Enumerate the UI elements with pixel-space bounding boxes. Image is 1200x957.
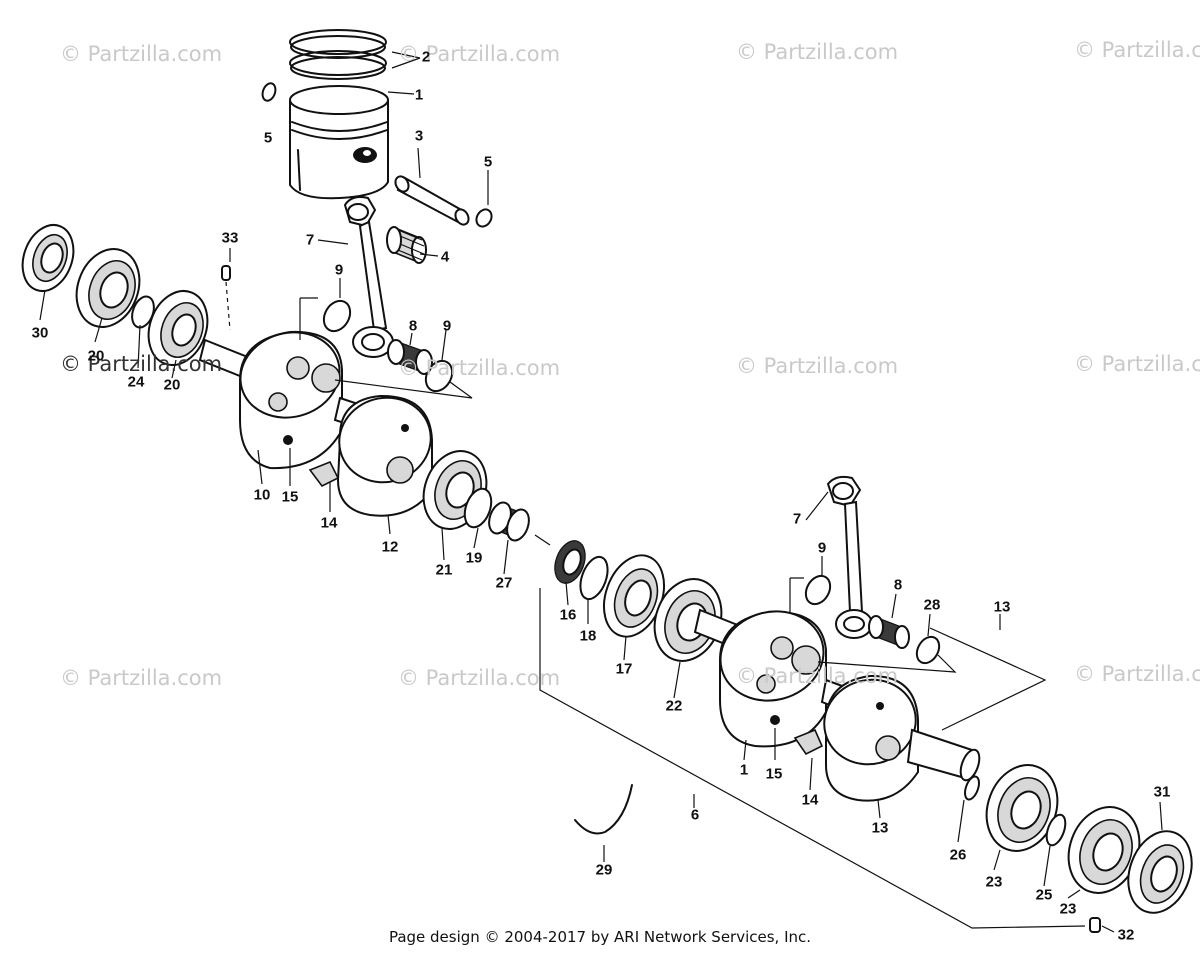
piston-rings <box>289 29 387 80</box>
callout-26: 26 <box>949 846 967 864</box>
ball-bearing-left-outer <box>75 248 141 328</box>
callout-23: 23 <box>1059 900 1077 918</box>
callout-30: 30 <box>31 324 49 342</box>
watermark: © Partzilla.com <box>398 42 561 66</box>
callout-9: 9 <box>817 539 827 557</box>
callout-4: 4 <box>440 248 450 266</box>
left-crank-assembly <box>198 330 433 517</box>
seal-left <box>21 224 75 292</box>
dowel-pin-33 <box>221 265 231 281</box>
callout-20: 20 <box>87 347 105 365</box>
ring-18 <box>579 555 609 601</box>
callout-33: 33 <box>221 229 239 247</box>
callout-24: 24 <box>127 373 145 391</box>
callout-15: 15 <box>281 488 299 506</box>
thrust-washer-c <box>804 574 832 606</box>
retaining-ring-19 <box>463 487 493 529</box>
roller-bearing-27 <box>488 501 530 542</box>
callout-8: 8 <box>408 317 418 335</box>
callout-21: 21 <box>435 561 453 579</box>
callout-13: 13 <box>993 598 1011 616</box>
callout-7: 7 <box>792 510 802 528</box>
callout-10: 10 <box>253 486 271 504</box>
callout-5: 5 <box>263 129 273 147</box>
piston <box>289 85 389 200</box>
callout-31: 31 <box>1153 783 1171 801</box>
watermark: © Partzilla.com <box>60 352 223 376</box>
watermark: © Partzilla.com <box>1074 352 1200 376</box>
callout-12: 12 <box>381 538 399 556</box>
circlip-right <box>475 208 493 228</box>
callout-20: 20 <box>163 376 181 394</box>
callout-27: 27 <box>495 574 513 592</box>
dowel-pin-32 <box>1089 917 1101 933</box>
callout-23: 23 <box>985 873 1003 891</box>
thrust-washer-a <box>322 299 352 333</box>
callout-9: 9 <box>442 317 452 335</box>
ball-bearing-left-inner <box>147 290 209 366</box>
callout-25: 25 <box>1035 886 1053 904</box>
spacer-25 <box>1045 813 1067 847</box>
connecting-rod-right <box>826 475 873 639</box>
callout-32: 32 <box>1117 926 1135 944</box>
watermark: © Partzilla.com <box>60 666 223 690</box>
ball-bearing-right-a <box>985 764 1059 852</box>
thrust-washer-28 <box>915 635 941 665</box>
seal-17 <box>603 554 665 638</box>
callout-9: 9 <box>334 261 344 279</box>
wrist-pin <box>394 175 470 226</box>
watermark: © Partzilla.com <box>736 354 899 378</box>
callout-1: 1 <box>414 86 424 104</box>
callout-7: 7 <box>305 231 315 249</box>
seal-31 <box>1127 830 1193 914</box>
needle-bearing-upper <box>386 226 427 264</box>
callout-8: 8 <box>893 576 903 594</box>
callout-15: 15 <box>765 765 783 783</box>
seal-16 <box>554 540 586 584</box>
callout-19: 19 <box>465 549 483 567</box>
callout-28: 28 <box>923 596 941 614</box>
watermark: © Partzilla.com <box>736 664 899 688</box>
watermark: © Partzilla.com <box>398 666 561 690</box>
watermark: © Partzilla.com <box>60 42 223 66</box>
ring-26 <box>964 775 980 801</box>
circlip-left <box>261 82 277 102</box>
callout-16: 16 <box>559 606 577 624</box>
callout-3: 3 <box>414 127 424 145</box>
circlip-29 <box>574 784 633 835</box>
ball-bearing-right-b <box>1067 806 1141 894</box>
callout-18: 18 <box>579 627 597 645</box>
right-crank-assembly <box>693 608 981 802</box>
watermark: © Partzilla.com <box>1074 662 1200 686</box>
callout-29: 29 <box>595 861 613 879</box>
watermark: © Partzilla.com <box>736 40 899 64</box>
callout-13: 13 <box>871 819 889 837</box>
callout-5: 5 <box>483 153 493 171</box>
needle-bearing-lower-left <box>387 339 433 375</box>
needle-bearing-lower-right <box>868 615 910 649</box>
watermark: © Partzilla.com <box>398 356 561 380</box>
connecting-rod-left <box>343 195 394 358</box>
callout-6: 6 <box>690 806 700 824</box>
watermark: © Partzilla.com <box>1074 38 1200 62</box>
callout-14: 14 <box>320 514 338 532</box>
footer-copyright: Page design © 2004-2017 by ARI Network S… <box>388 928 812 946</box>
callout-22: 22 <box>665 697 683 715</box>
callout-2: 2 <box>421 48 431 66</box>
callout-1: 1 <box>739 761 749 779</box>
callout-14: 14 <box>801 791 819 809</box>
callout-17: 17 <box>615 660 633 678</box>
